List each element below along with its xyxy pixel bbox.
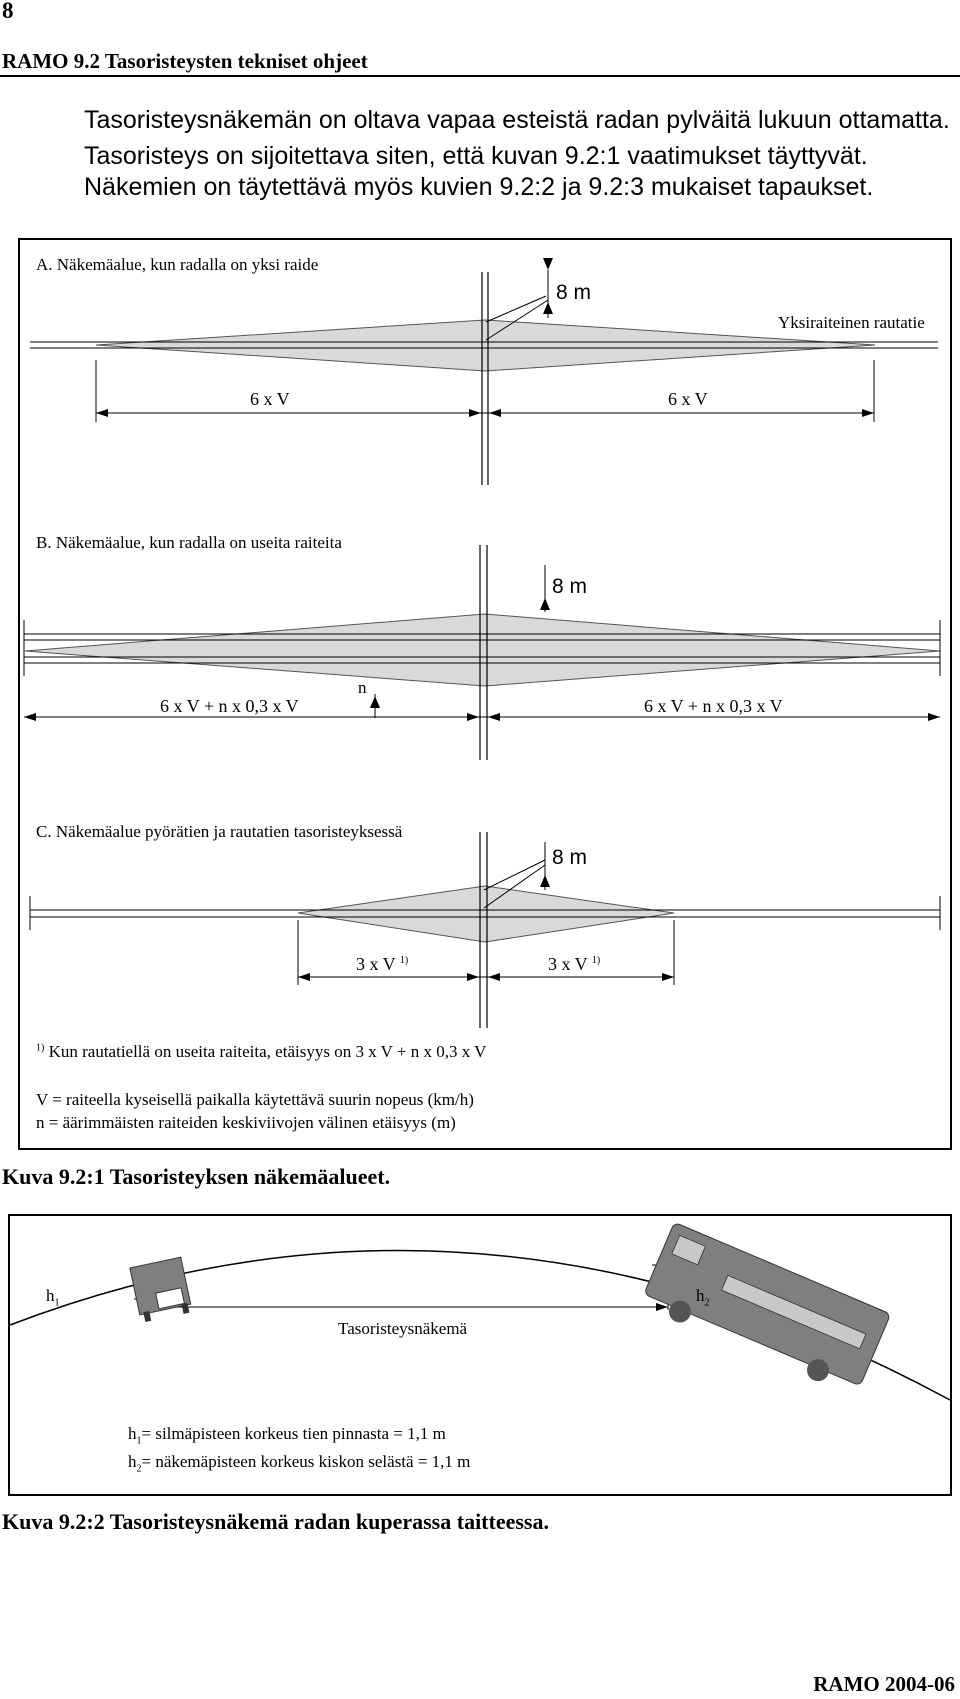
panel-c-distance-label: 8 m [552, 846, 588, 869]
legend-h1-text: = silmäpisteen korkeus tien pinnasta = 1… [141, 1424, 446, 1443]
panel-a-arrow-mid-left [469, 409, 481, 417]
legend-h1: h1= silmäpisteen korkeus tien pinnasta =… [128, 1424, 446, 1446]
panel-b-arrow-mid-left [467, 713, 479, 721]
panel-a-diagram [30, 258, 938, 485]
sight-arrow-right [656, 1303, 668, 1311]
intro-line-3: Näkemien on täytettävä myös kuvien 9.2:2… [84, 173, 874, 201]
legend-h1-subscript: 1 [136, 1435, 142, 1447]
panel-a-distance-label: 8 m [556, 281, 592, 304]
h2-subscript: 2 [704, 1297, 710, 1309]
panel-a-arrow-mid-right [489, 409, 501, 417]
panel-c-title: C. Näkemäalue pyörätien ja rautatien tas… [36, 822, 403, 841]
panel-b-arrow-right-end [928, 713, 940, 721]
panel-c-right-dimension: 3 x V 1) [548, 954, 600, 975]
figure-1-frame [18, 238, 952, 1150]
panel-a-right-dimension: 6 x V [668, 389, 708, 409]
panel-c-left-dimension: 3 x V 1) [356, 954, 408, 975]
legend-h2-text: = näkemäpisteen korkeus kiskon selästä =… [141, 1452, 471, 1471]
panel-c-sight-area [297, 885, 675, 943]
train-wheel-front [668, 1300, 691, 1323]
panel-b-arrow-left-end [24, 713, 36, 721]
train-window-strip [721, 1274, 867, 1350]
car-vehicle [129, 1256, 192, 1322]
figure-1-footnote: 1) Kun rautatiellä on useita raiteita, e… [36, 1042, 486, 1062]
page-number: 8 [2, 0, 14, 23]
panel-c-arrow-left-end [298, 973, 310, 981]
footnote-text: Kun rautatiellä on useita raiteita, etäi… [48, 1042, 487, 1061]
panel-b-diagram [23, 545, 941, 760]
panel-c-left-footnote-mark: 1) [399, 955, 409, 966]
panel-c-arrow-right-end [662, 973, 674, 981]
intro-line-1: Tasoristeysnäkemän on oltava vapaa estei… [84, 106, 950, 134]
h1-subscript: 1 [54, 1297, 60, 1309]
legend-h2-letter: h [128, 1452, 137, 1471]
legend-h2: h2= näkemäpisteen korkeus kiskon selästä… [128, 1452, 470, 1474]
car-wheel-left [143, 1310, 152, 1322]
legend-v: V = raiteella kyseisellä paikalla käytet… [36, 1090, 474, 1109]
car-window [155, 1287, 185, 1310]
panel-b-title: B. Näkemäalue, kun radalla on useita rai… [36, 533, 342, 552]
panel-a-8m-arrow-down [543, 258, 553, 270]
panel-a-8m-arrow-up [543, 302, 553, 314]
panel-c-arrow-mid-left [467, 973, 479, 981]
panel-b-right-dimension: 6 x V + n x 0,3 x V [644, 696, 783, 716]
legend-h1-letter: h [128, 1424, 137, 1443]
panel-b-left-dimension: 6 x V + n x 0,3 x V [160, 696, 299, 716]
panel-c-sight-line-2 [483, 859, 546, 891]
intro-line-2: Tasoristeys on sijoitettava siten, että … [84, 142, 868, 170]
panel-a-left-dimension: 6 x V [250, 389, 290, 409]
h2-label: h2 [696, 1286, 710, 1308]
h2-letter: h [696, 1286, 705, 1305]
panel-c-right-dimension-text: 3 x V [548, 954, 588, 974]
legend-h2-subscript: 2 [136, 1463, 142, 1475]
panel-c-diagram [29, 832, 941, 1028]
panel-b-distance-label: 8 m [552, 575, 588, 598]
panel-a-arrow-left-end [96, 409, 108, 417]
panel-c-sight-line [483, 864, 546, 909]
panel-b-n-arrow [370, 696, 380, 708]
figure-2-frame [8, 1214, 952, 1496]
panel-a-arrow-right-end [862, 409, 874, 417]
panel-b-n-label: n [358, 678, 367, 697]
document-title: RAMO 9.2 Tasoristeysten tekniset ohjeet [2, 49, 368, 73]
train-cab-window [671, 1234, 706, 1266]
legend-n: n = äärimmäisten raiteiden keskiviivojen… [36, 1113, 456, 1132]
panel-b-arrow-mid-right [488, 713, 500, 721]
h1-label: h1 [46, 1286, 60, 1308]
figure-1-caption: Kuva 9.2:1 Tasoristeyksen näkemäalueet. [2, 1164, 391, 1189]
panel-a-sight-area [95, 319, 876, 372]
h1-letter: h [46, 1286, 55, 1305]
figure-2-caption: Kuva 9.2:2 Tasoristeysnäkemä radan kuper… [2, 1509, 549, 1534]
car-wheel-right [181, 1302, 190, 1314]
panel-a-title: A. Näkemäalue, kun radalla on yksi raide [36, 255, 319, 274]
train-vehicle [645, 1223, 890, 1385]
panel-a-sight-line-2 [485, 295, 547, 323]
footnote-mark: 1) [36, 1042, 45, 1054]
footer: RAMO 2004-06 [813, 1672, 955, 1696]
panel-c-right-footnote-mark: 1) [591, 955, 601, 966]
header-rule [0, 75, 960, 77]
panel-c-8m-arrow [540, 875, 550, 887]
train-wheel-rear [806, 1359, 829, 1382]
panel-a-sight-line [485, 299, 549, 341]
sight-distance-label: Tasoristeysnäkemä [338, 1319, 468, 1338]
panel-b-8m-arrow [540, 598, 550, 610]
panel-a-track-label: Yksiraiteinen rautatie [778, 313, 925, 332]
panel-c-arrow-mid-right [488, 973, 500, 981]
panel-c-left-dimension-text: 3 x V [356, 954, 396, 974]
